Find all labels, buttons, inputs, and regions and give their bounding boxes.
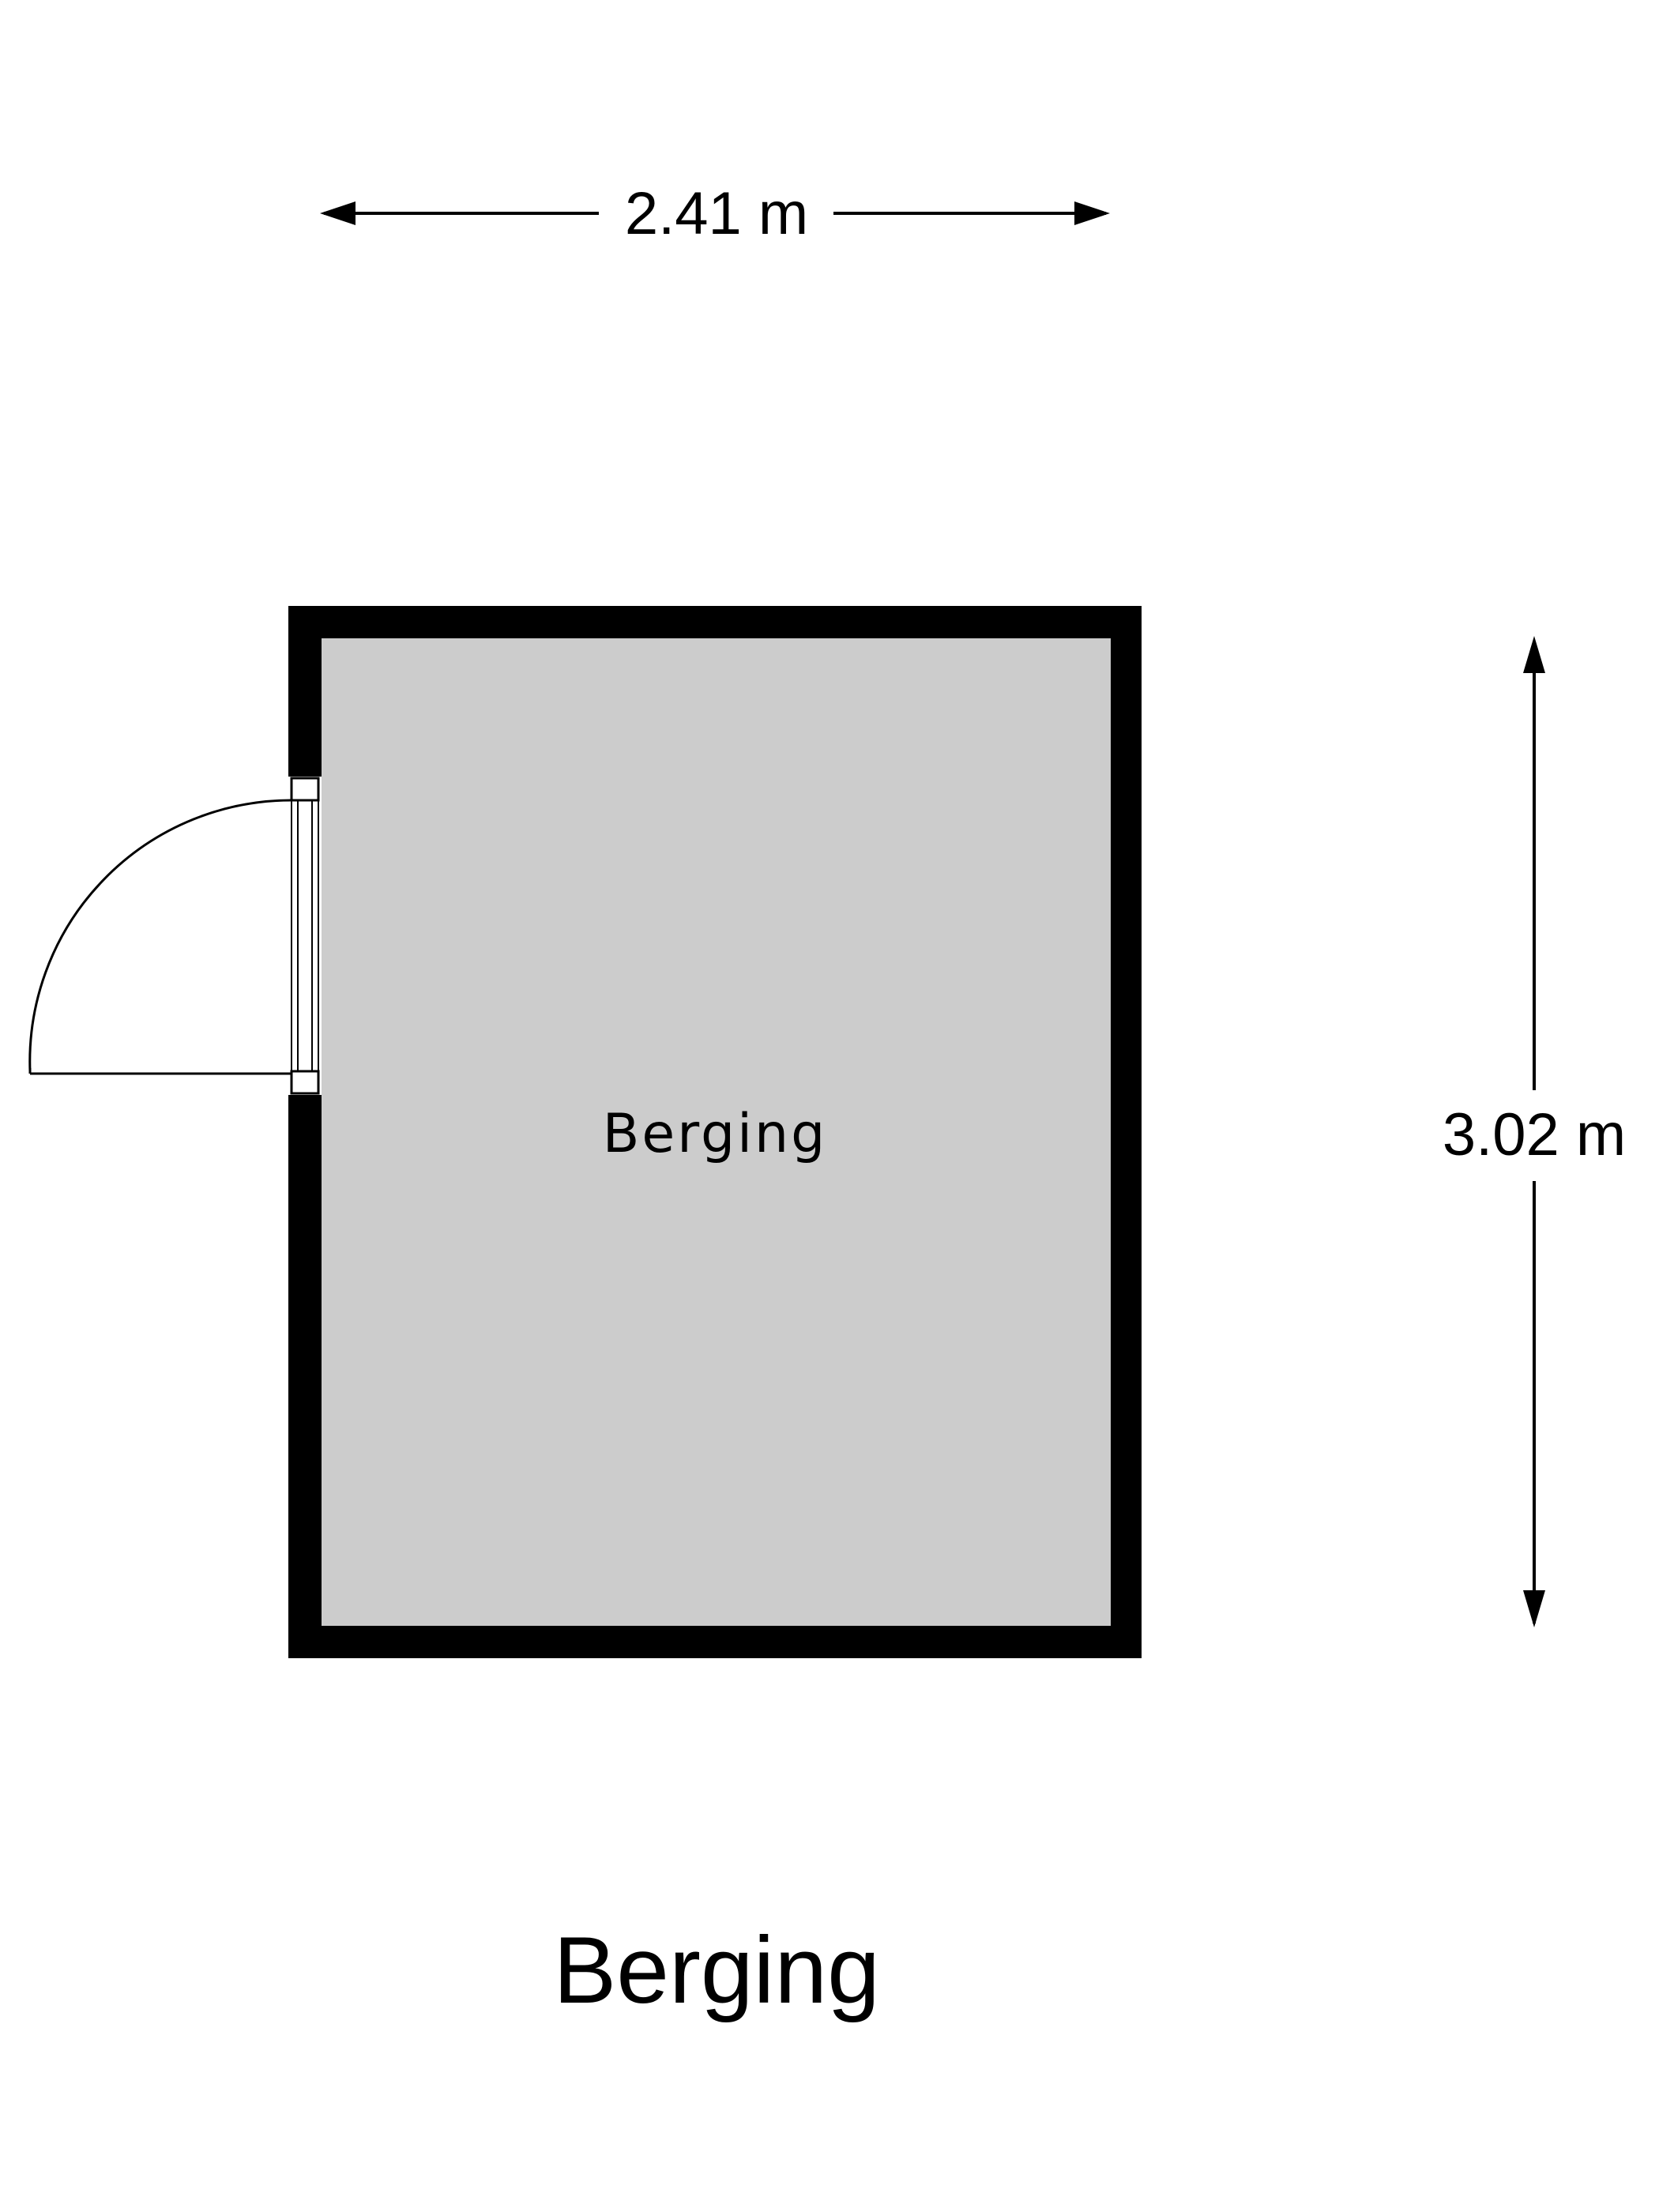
room-berging: Berging	[28, 606, 1142, 1658]
door-swing	[28, 799, 292, 1075]
height-label: 3.02 m	[1443, 1101, 1626, 1168]
height-dimension: 3.02 m	[1443, 636, 1626, 1627]
width-dimension: 2.41 m	[320, 180, 1110, 247]
door-frame-top	[290, 777, 320, 802]
room-label: Berging	[603, 1103, 828, 1165]
height-arrow-bottom	[1523, 1590, 1545, 1627]
room-floor	[322, 638, 1111, 1626]
width-arrow-right	[1074, 201, 1110, 225]
width-label: 2.41 m	[625, 180, 808, 247]
door-arc	[28, 799, 292, 1072]
door-opening	[288, 777, 322, 1095]
floorplan-title: Berging	[553, 1917, 880, 2023]
width-arrow-left	[320, 201, 356, 225]
height-arrow-top	[1523, 636, 1545, 673]
door-frame-bottom	[290, 1070, 320, 1095]
